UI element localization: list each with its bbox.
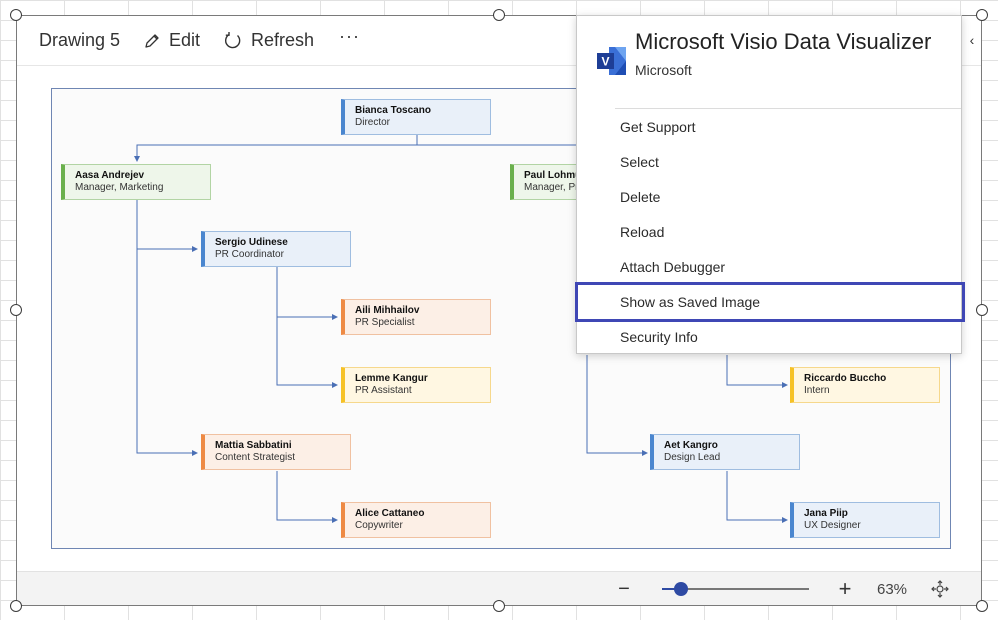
fit-to-view-icon[interactable] xyxy=(931,580,949,603)
node-name: Paul Lohmus xyxy=(524,170,587,181)
zoom-bar: − + 63% xyxy=(17,571,981,605)
drawing-title-text: Drawing 5 xyxy=(39,30,121,50)
zoom-out-button[interactable]: − xyxy=(618,578,630,600)
org-node-lemme-kangur[interactable]: Lemme Kangur PR Assistant xyxy=(341,367,491,403)
refresh-label: Refresh xyxy=(251,30,315,50)
resize-handle-middle-left[interactable] xyxy=(10,304,22,316)
more-icon: ··· xyxy=(339,26,360,46)
more-options-button[interactable]: ··· xyxy=(339,26,360,47)
edit-label: Edit xyxy=(169,30,201,50)
refresh-icon xyxy=(223,31,243,51)
menu-item-attach-debugger[interactable]: Attach Debugger xyxy=(620,259,726,275)
org-node-aet-kangro[interactable]: Aet Kangro Design Lead xyxy=(650,434,800,470)
org-node-aili-mihhailov[interactable]: Aili Mihhailov PR Specialist xyxy=(341,299,491,335)
zoom-slider-thumb[interactable] xyxy=(674,582,689,596)
zoom-percent: 63% xyxy=(877,581,908,598)
node-role: PR Specialist xyxy=(355,317,415,328)
resize-handle-middle-right[interactable] xyxy=(976,304,988,316)
menu-item-reload[interactable]: Reload xyxy=(620,224,665,240)
collapse-pane-button[interactable]: ‹ xyxy=(962,15,982,65)
node-role: Manager, Marketing xyxy=(75,182,164,193)
node-name: Lemme Kangur xyxy=(355,373,428,384)
org-node-jana-piip[interactable]: Jana Piip UX Designer xyxy=(790,502,940,538)
node-role: Copywriter xyxy=(355,520,403,531)
node-role: Manager, Pr xyxy=(524,182,579,193)
drawing-title: Drawing 5 xyxy=(39,30,120,51)
menu-divider xyxy=(615,108,961,109)
node-name: Aasa Andrejev xyxy=(75,170,145,181)
resize-handle-top-right[interactable] xyxy=(976,9,988,21)
node-name: Sergio Udinese xyxy=(215,237,288,248)
edit-button[interactable]: Edit xyxy=(143,30,200,51)
menu-item-get-support[interactable]: Get Support xyxy=(620,119,696,135)
zoom-in-button[interactable]: + xyxy=(838,576,852,601)
node-name: Riccardo Buccho xyxy=(804,373,887,384)
org-node-alice-cattaneo[interactable]: Alice Cattaneo Copywriter xyxy=(341,502,491,538)
org-node-mattia-sabbatini[interactable]: Mattia Sabbatini Content Strategist xyxy=(201,434,351,470)
org-node-aasa-andrejev[interactable]: Aasa Andrejev Manager, Marketing xyxy=(61,164,211,200)
node-name: Bianca Toscano xyxy=(355,105,431,116)
node-name: Alice Cattaneo xyxy=(355,508,425,519)
refresh-button[interactable]: Refresh xyxy=(223,30,314,51)
connector-lines xyxy=(134,135,788,523)
node-name: Jana Piip xyxy=(804,508,848,519)
menu-item-delete[interactable]: Delete xyxy=(620,189,661,205)
resize-handle-bottom-right[interactable] xyxy=(976,600,988,612)
resize-handle-top-center[interactable] xyxy=(493,9,505,21)
resize-handle-bottom-center[interactable] xyxy=(493,600,505,612)
menu-item-security-info[interactable]: Security Info xyxy=(620,329,698,345)
node-name: Aili Mihhailov xyxy=(355,305,420,316)
org-node-bianca-toscano[interactable]: Bianca Toscano Director xyxy=(341,99,491,135)
menu-add-in-title: Microsoft Visio Data Visualizer xyxy=(635,29,932,54)
menu-item-select[interactable]: Select xyxy=(620,154,659,170)
node-role: PR Coordinator xyxy=(215,249,284,260)
node-role: Director xyxy=(355,117,391,128)
node-role: PR Assistant xyxy=(355,385,412,396)
visio-logo-icon: V xyxy=(595,44,629,83)
add-in-context-menu: V Microsoft Visio Data Visualizer Micros… xyxy=(575,15,965,354)
org-node-riccardo-buccho[interactable]: Riccardo Buccho Intern xyxy=(790,367,940,403)
zoom-slider[interactable] xyxy=(662,582,809,596)
org-node-sergio-udinese[interactable]: Sergio Udinese PR Coordinator xyxy=(201,231,351,267)
node-role: Intern xyxy=(804,385,830,396)
chevron-left-icon: ‹ xyxy=(969,32,975,48)
menu-item-show-as-saved-image[interactable]: Show as Saved Image xyxy=(575,282,965,322)
node-name: Mattia Sabbatini xyxy=(215,440,292,451)
zoom-slider-fill xyxy=(662,588,682,590)
svg-text:V: V xyxy=(601,55,609,69)
menu-publisher: Microsoft xyxy=(635,62,692,78)
resize-handle-top-left[interactable] xyxy=(10,9,22,21)
node-role: Content Strategist xyxy=(215,452,296,463)
node-role: Design Lead xyxy=(664,452,721,463)
pencil-icon xyxy=(143,32,161,50)
resize-handle-bottom-left[interactable] xyxy=(10,600,22,612)
node-name: Aet Kangro xyxy=(664,440,718,451)
node-role: UX Designer xyxy=(804,520,861,531)
